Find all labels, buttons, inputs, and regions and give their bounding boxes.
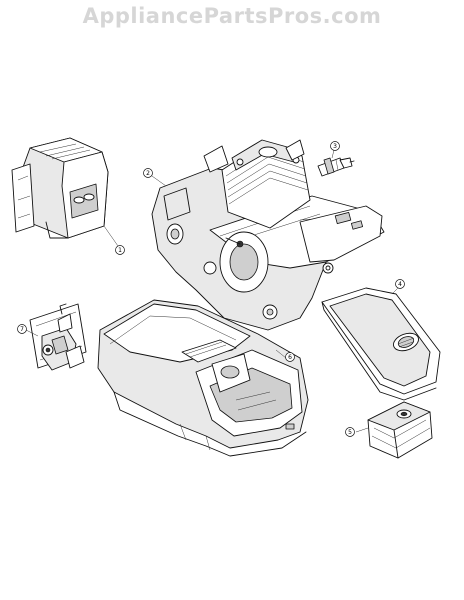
part-4-air-filter-cover[interactable]: [321, 287, 441, 401]
callout-5-badge: [345, 427, 355, 437]
callout-6[interactable]: 6: [288, 354, 292, 361]
part-7-carburetor[interactable]: [29, 303, 87, 371]
callout-3-badge: [330, 141, 340, 151]
part-2-engine-crankcase[interactable]: [151, 139, 385, 331]
callout-6-badge: [285, 352, 295, 362]
part-6-top-housing[interactable]: [97, 299, 309, 457]
callout-4[interactable]: 4: [398, 281, 402, 288]
callout-7-badge: [17, 324, 27, 334]
callout-1-badge: [115, 245, 125, 255]
callout-2-badge: [143, 168, 153, 178]
callout-7[interactable]: 7: [20, 326, 24, 333]
watermark: AppliancePartsPros.com: [82, 4, 382, 28]
callout-5[interactable]: 5: [348, 429, 352, 436]
callout-2[interactable]: 2: [146, 170, 150, 177]
callout-4-badge: [395, 279, 405, 289]
part-5-air-filter[interactable]: [367, 401, 433, 459]
callout-3[interactable]: 3: [333, 143, 337, 150]
callout-1[interactable]: 1: [118, 247, 122, 254]
part-1-muffler[interactable]: [11, 137, 109, 239]
part-3-spark-plug[interactable]: [317, 157, 355, 177]
